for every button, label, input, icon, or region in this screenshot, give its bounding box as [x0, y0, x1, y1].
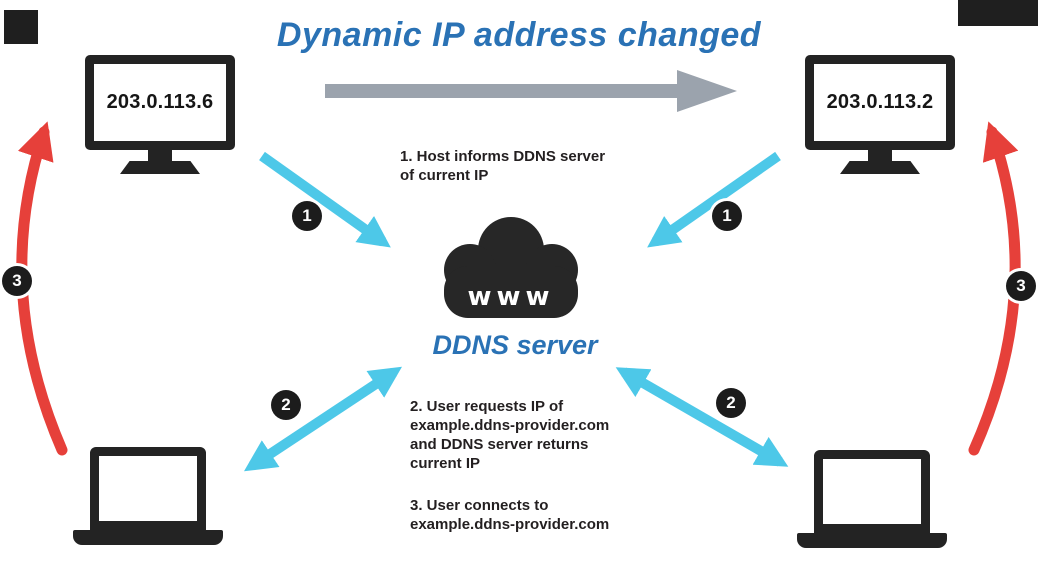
diagram-title: Dynamic IP address changed — [276, 16, 762, 54]
ip-label-left: 203.0.113.6 — [106, 91, 214, 113]
monitor-base — [120, 161, 200, 174]
arrow-ddns-user-left — [243, 366, 403, 472]
ip-changed-arrow — [325, 70, 737, 112]
laptop-screen-icon — [90, 447, 206, 530]
corner-decoration-top-left — [4, 10, 38, 44]
annotation-step-3: 3. User connects to example.ddns-provide… — [410, 497, 610, 533]
step-badge-1-left: 1 — [292, 201, 322, 231]
arrow-host-left-to-ddns — [259, 151, 391, 248]
step-badge-2-left: 2 — [271, 390, 301, 420]
user-laptop-right — [797, 450, 947, 548]
step-badge-2-right: 2 — [716, 388, 746, 418]
laptop-screen-icon — [814, 450, 930, 533]
www-label: www — [467, 282, 554, 312]
arrow-host-right-to-ddns — [647, 151, 781, 248]
annotation-step-2: 2. User requests IP of example.ddns-prov… — [410, 398, 610, 472]
annotation-step-1: 1. Host informs DDNS server of current I… — [400, 148, 606, 184]
host-computer-left: 203.0.113.6 — [85, 55, 235, 174]
step-badge-3-right: 3 — [1006, 271, 1036, 301]
step-badge-1-right: 1 — [712, 201, 742, 231]
ddns-cloud-icon: www — [444, 217, 578, 318]
laptop-base — [797, 533, 947, 548]
monitor-stand — [148, 150, 172, 161]
cloud-shape — [444, 217, 578, 318]
corner-decoration-top-right — [958, 0, 1038, 26]
monitor-screen-icon: 203.0.113.2 — [805, 55, 955, 150]
monitor-screen-icon: 203.0.113.6 — [85, 55, 235, 150]
monitor-stand — [868, 150, 892, 161]
monitor-base — [840, 161, 920, 174]
step-badge-3-left: 3 — [2, 266, 32, 296]
ddns-server-label: DDNS server — [432, 330, 598, 360]
ip-label-right: 203.0.113.2 — [826, 91, 934, 113]
laptop-base — [73, 530, 223, 545]
host-computer-right: 203.0.113.2 — [805, 55, 955, 174]
user-laptop-left — [73, 447, 223, 545]
